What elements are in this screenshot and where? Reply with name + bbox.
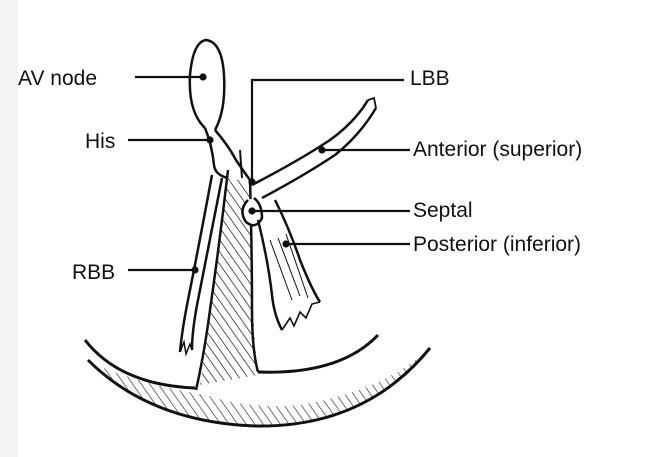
label-his: His [85, 131, 115, 152]
ventricular-base [85, 335, 430, 426]
leader-lines [128, 75, 410, 273]
leader-av-node-dot [201, 75, 206, 80]
anterior-fascicle [252, 98, 376, 198]
leader-his-dot [208, 138, 213, 143]
av-node-shape [190, 40, 225, 130]
label-anterior: Anterior (superior) [413, 139, 582, 160]
label-lbb: LBB [410, 68, 450, 89]
label-rbb: RBB [72, 262, 115, 283]
leader-septal-dot [250, 209, 255, 214]
label-posterior: Posterior (inferior) [413, 234, 581, 255]
leader-anterior-dot [320, 148, 325, 153]
leader-rbb-dot [193, 268, 198, 273]
leader-lbb [252, 80, 404, 182]
leader-posterior-dot [284, 242, 289, 247]
posterior-fascicle [258, 200, 320, 330]
label-av-node: AV node [18, 68, 97, 89]
leader-lbb-dot [250, 180, 255, 185]
label-septal: Septal [413, 200, 473, 221]
